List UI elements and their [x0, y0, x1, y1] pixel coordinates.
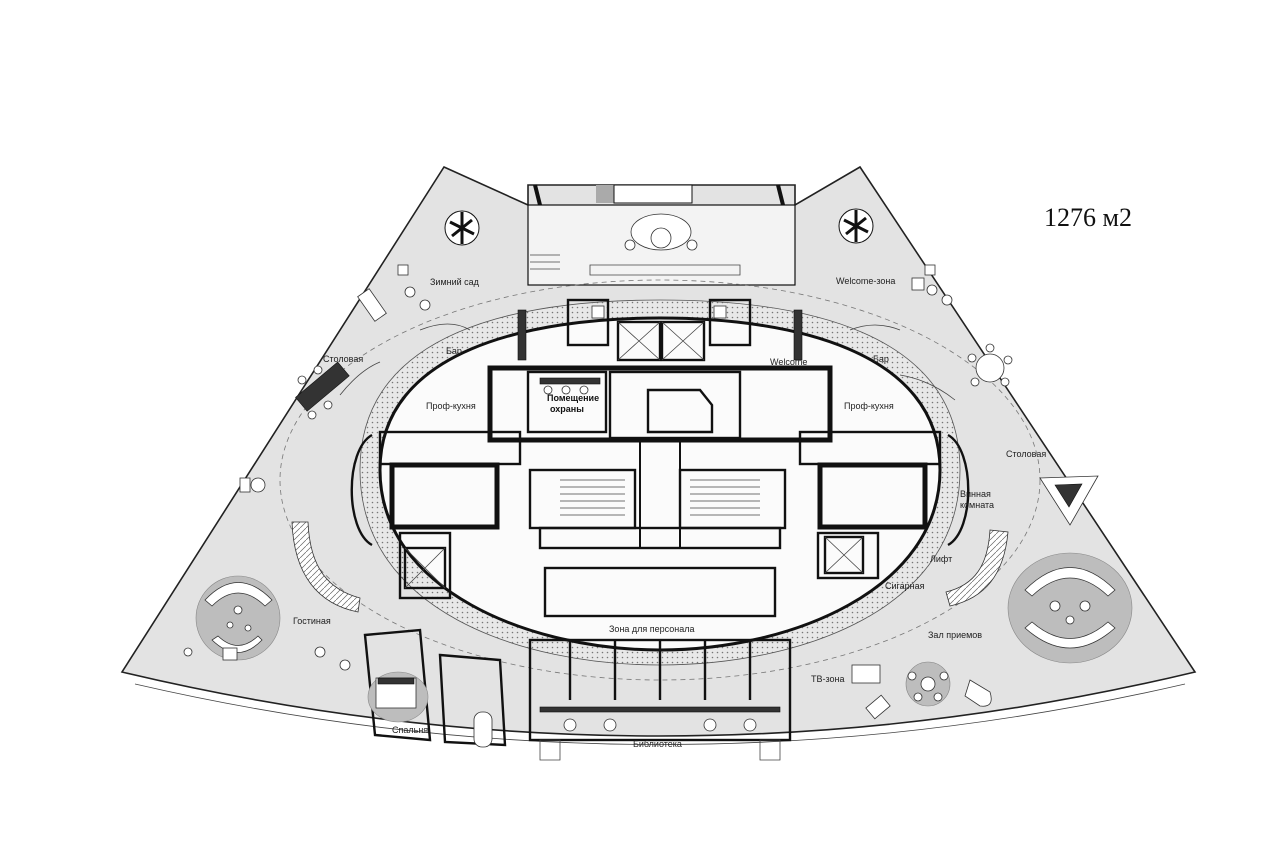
circulation-path [279, 279, 1041, 681]
label-tv-zone: ТВ-зона [811, 674, 845, 684]
right-wing-furniture [849, 264, 1133, 720]
total-area-label: 1276 м2 [1044, 203, 1132, 232]
label-welcome-zone: Welcome-зона [836, 276, 895, 286]
security-room-seats [539, 377, 601, 395]
label-dining-left: Столовая [323, 354, 363, 364]
tree-left [444, 210, 480, 246]
label-wine-room-1: Винная [960, 489, 991, 499]
bedroom-block [363, 628, 507, 748]
label-wine-room-2: комната [960, 500, 994, 510]
core-top-wc [517, 298, 803, 361]
label-welcome-small: Welcome [770, 357, 807, 367]
label-cigar-room: Сигарная [885, 581, 925, 591]
right-bulge [947, 433, 970, 547]
entrance-lobby [527, 184, 796, 286]
room-labels: Зимний сад Welcome-зона Столовая Столова… [293, 276, 1046, 749]
facade-line [134, 683, 1186, 745]
label-staff-zone: Зона для персонала [609, 624, 695, 634]
label-library: Библиотека [633, 739, 682, 749]
tree-right [838, 208, 874, 244]
library-shelves [539, 706, 781, 761]
label-dining-right: Столовая [1006, 449, 1046, 459]
label-living-room: Гостиная [293, 616, 331, 626]
label-kitchen-right: Проф-кухня [844, 401, 894, 411]
label-security-2: охраны [550, 404, 584, 414]
label-winter-garden: Зимний сад [430, 277, 480, 287]
stair-left [291, 521, 361, 613]
label-bar-left: Бар [446, 346, 462, 356]
label-kitchen-left: Проф-кухня [426, 401, 476, 411]
left-bulge [350, 433, 373, 547]
label-bedroom: Спальня [392, 725, 428, 735]
left-wing-furniture [183, 264, 471, 671]
stair-right [945, 529, 1009, 607]
label-reception-hall: Зал приемов [928, 630, 982, 640]
label-elevator: Лифт [930, 554, 952, 564]
building-core [378, 316, 942, 652]
core-walls [378, 365, 942, 742]
label-bar-right: Бар [873, 354, 889, 364]
elevators [403, 320, 865, 590]
label-security-1: Помещение [547, 393, 599, 403]
